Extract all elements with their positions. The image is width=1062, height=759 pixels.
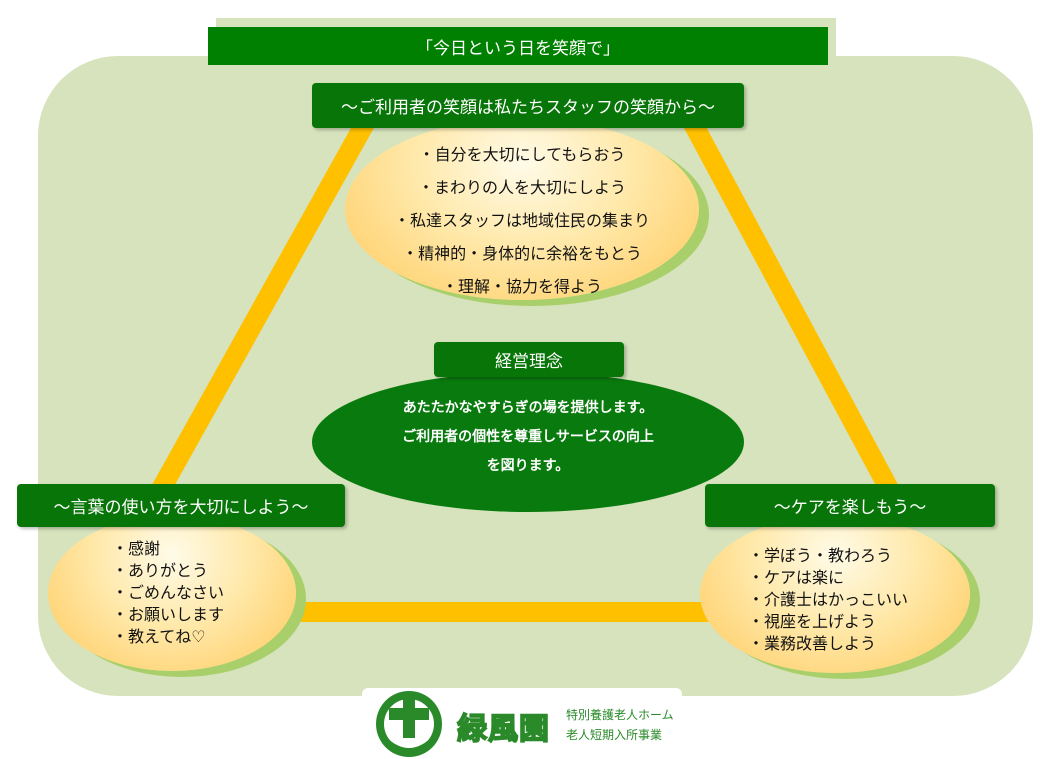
- left-label: 〜言葉の使い方を大切にしよう〜: [17, 484, 345, 527]
- center-text: あたたかなやすらぎの場を提供します。 ご利用者の個性を尊重しサービスの向上 を図…: [312, 394, 744, 481]
- top-label: 〜ご利用者の笑顔は私たちスタッフの笑顔から〜: [312, 83, 744, 128]
- philosophy-line: ご利用者の個性を尊重しサービスの向上: [402, 429, 654, 445]
- title-banner: 「今日という日を笑顔で」: [208, 27, 828, 65]
- triangle-right-edge: [681, 113, 904, 505]
- list-item: ・自分を大切にしてもらおう: [418, 145, 626, 164]
- logo-name: 緑風園: [456, 711, 550, 748]
- list-item: ・視座を上げよう: [748, 612, 877, 631]
- list-item: ・お願いします: [112, 605, 225, 624]
- list-item: ・まわりの人を大切にしよう: [417, 178, 626, 197]
- list-item: ・感謝: [112, 539, 161, 558]
- logo-subtitle: 老人短期入所事業: [566, 728, 663, 742]
- top-oval: [345, 118, 699, 300]
- center-oval: [312, 372, 744, 512]
- top-list: ・自分を大切にしてもらおう ・まわりの人を大切にしよう ・私達スタッフは地域住民…: [345, 138, 699, 303]
- right-label: 〜ケアを楽しもう〜: [705, 484, 995, 527]
- philosophy-line: を図ります。: [486, 458, 570, 474]
- list-item: ・ありがとう: [112, 561, 209, 580]
- left-list: ・感謝 ・ありがとう ・ごめんなさい ・お願いします ・教えてね♡: [112, 538, 224, 648]
- philosophy-line: あたたかなやすらぎの場を提供します。: [402, 400, 654, 416]
- list-item: ・精神的・身体的に余裕をもとう: [402, 244, 642, 263]
- left-oval: [48, 515, 296, 671]
- list-item: ・学ぼう・教わろう: [748, 546, 893, 565]
- list-item: ・業務改善しよう: [748, 634, 877, 653]
- list-item: ・理解・協力を得よう: [441, 277, 602, 296]
- list-item: ・介護士はかっこいい: [748, 590, 909, 609]
- logo-subtitle: 特別養護老人ホーム: [566, 708, 674, 722]
- logo-icon: [376, 691, 442, 757]
- right-oval: [700, 515, 970, 673]
- list-item: ・私達スタッフは地域住民の集まり: [393, 211, 650, 230]
- list-item: ・ごめんなさい: [112, 583, 225, 602]
- triangle-left-edge: [146, 113, 377, 505]
- list-item: ・教えてね♡: [112, 627, 206, 646]
- right-list: ・学ぼう・教わろう ・ケアは楽に ・介護士はかっこいい ・視座を上げよう ・業務…: [748, 545, 908, 655]
- center-label: 経営理念: [434, 342, 624, 377]
- list-item: ・ケアは楽に: [748, 568, 845, 587]
